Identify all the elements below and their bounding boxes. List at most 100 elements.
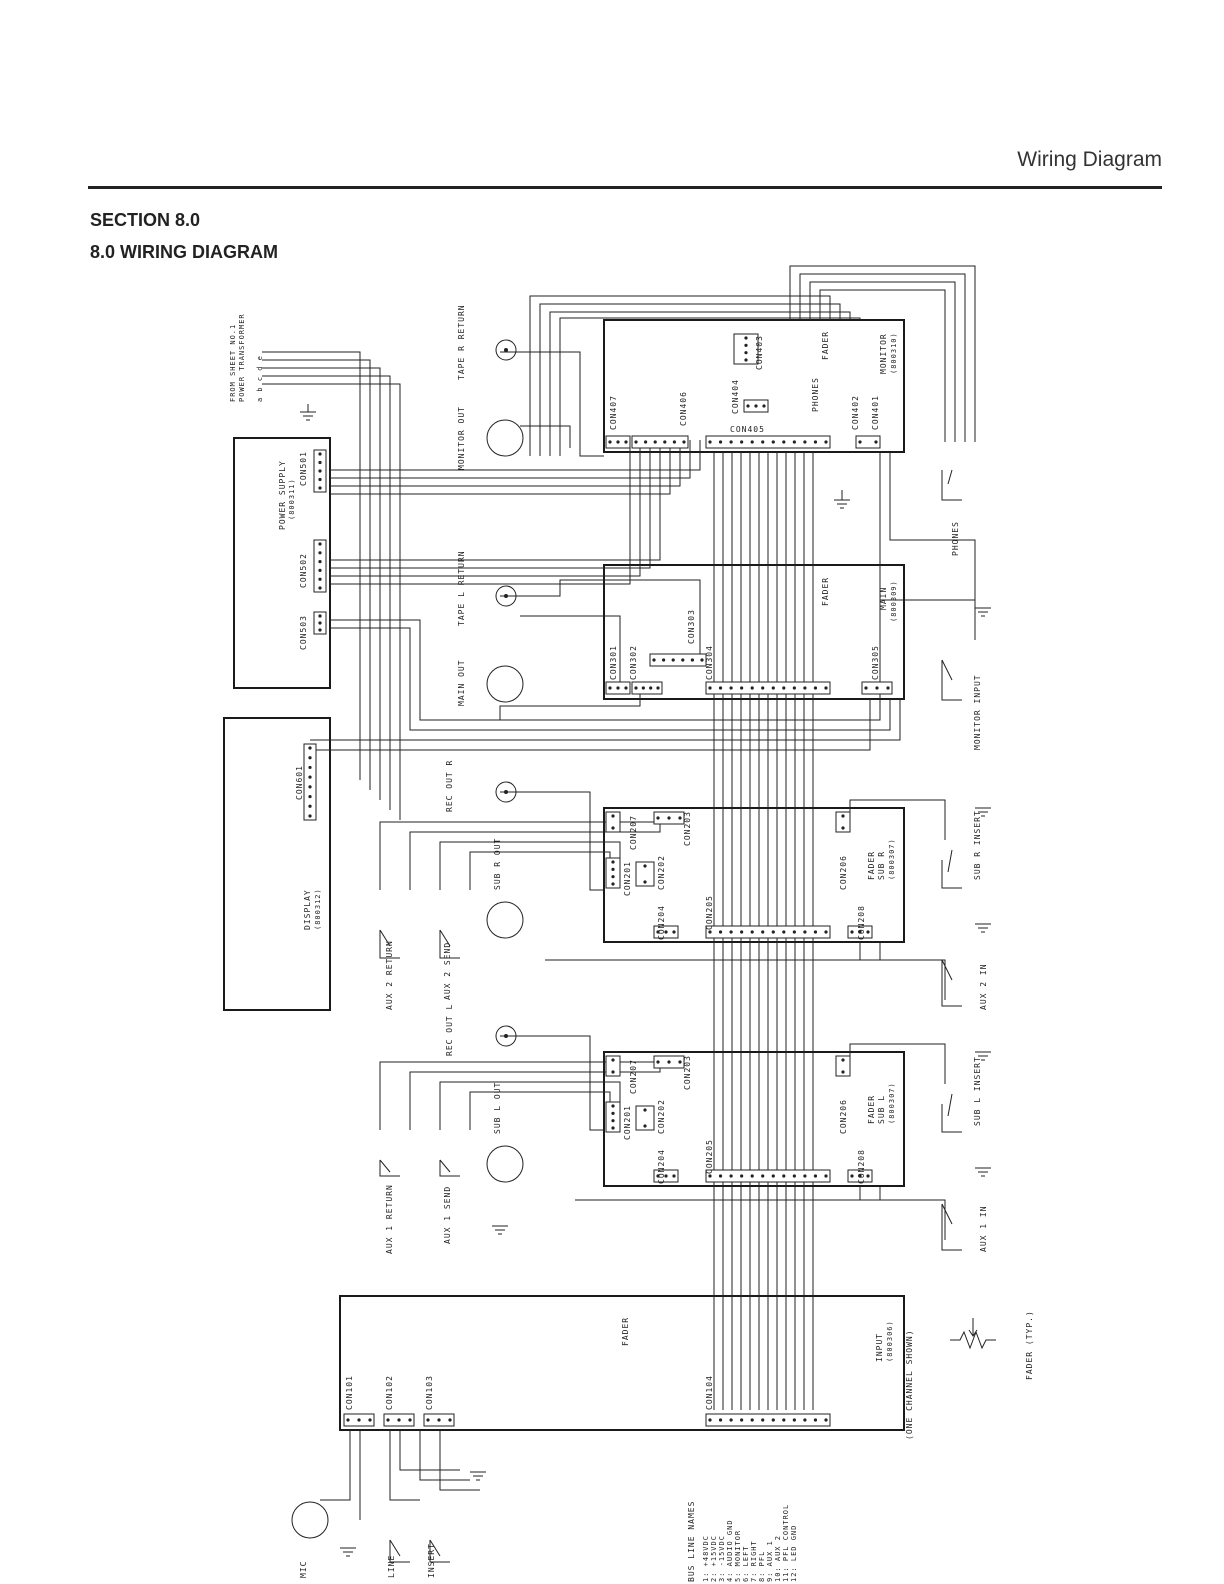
ground-icon	[834, 490, 850, 509]
subr-con204-label: CON204	[657, 905, 666, 940]
connector-pin	[782, 440, 786, 444]
connector-pin	[308, 785, 312, 789]
input-board-box	[339, 1295, 905, 1431]
insert-label: INSERT	[427, 1543, 436, 1578]
connector-pin	[656, 930, 660, 934]
aux1-in-jack-icon	[941, 1203, 962, 1251]
main-board-part: (800309)	[890, 580, 898, 622]
connector-pin	[782, 930, 786, 934]
sub-l-insert-label: SUB L INSERT	[973, 1056, 982, 1126]
aux1-send-label: AUX 1 SEND	[443, 1186, 452, 1244]
connector-strip	[605, 811, 621, 833]
connector-pin	[841, 1070, 845, 1074]
connector-pin	[750, 930, 754, 934]
ground-icon	[975, 1167, 991, 1177]
connector-pin	[762, 404, 766, 408]
connector-pin	[318, 542, 322, 546]
connector-pin	[782, 1174, 786, 1178]
con101-label: CON101	[345, 1375, 354, 1410]
power-source-label-2: POWER TRANSFORMER	[238, 313, 246, 402]
connector-pin	[611, 1119, 615, 1123]
fader-resistor-icon	[950, 1330, 996, 1350]
connector-pin	[824, 1418, 828, 1422]
connector-pin	[803, 1174, 807, 1178]
con401-label: CON401	[871, 395, 880, 430]
connector-pin	[803, 1418, 807, 1422]
connector-pin	[318, 586, 322, 590]
connector-pin	[761, 1174, 765, 1178]
subr-board-name: SUB R	[877, 851, 886, 880]
power-supply-part: (800311)	[288, 478, 296, 520]
connector-pin	[740, 1174, 744, 1178]
connector-pin	[611, 875, 615, 879]
connector-pin	[782, 686, 786, 690]
con402-label: CON402	[851, 395, 860, 430]
connector-pin	[874, 440, 878, 444]
connector-pin	[729, 1174, 733, 1178]
subl-con205-label: CON205	[705, 1139, 714, 1174]
connector-pin	[318, 568, 322, 573]
phones-board-label: PHONES	[811, 377, 820, 412]
phones-jack-icon	[941, 469, 962, 501]
connector-strip	[705, 1413, 831, 1427]
main-wiring	[499, 579, 976, 720]
connector-pin	[718, 930, 723, 934]
aux2-return-label: AUX 2 RETURN	[385, 940, 394, 1010]
connector-pin	[408, 1418, 412, 1422]
connector-pin	[740, 440, 744, 444]
rec-out-r-rca-icon	[495, 781, 517, 803]
fader-wiper-icon	[968, 1318, 978, 1337]
rec-out-l-rca-icon	[495, 1025, 517, 1047]
connector-pin	[792, 440, 796, 444]
connector-pin	[718, 686, 723, 690]
subl-fader-label: FADER	[867, 1095, 876, 1124]
connector-pin	[611, 1126, 615, 1130]
connector-pin	[813, 1174, 818, 1178]
connector-strip	[705, 681, 831, 695]
bus-legend-line: 12: LED GND	[790, 1525, 798, 1582]
line-label: LINE	[387, 1555, 396, 1578]
input-wiring	[320, 1430, 480, 1520]
connector-strip	[605, 1101, 621, 1133]
connector-pin	[656, 1060, 660, 1064]
con502-label: CON502	[299, 553, 308, 588]
header-rule	[88, 186, 1162, 189]
connector-pin	[740, 686, 744, 690]
con403-label: CON403	[755, 335, 764, 370]
connector-pin	[750, 1174, 754, 1178]
connector-strip	[835, 1055, 851, 1077]
tape-l-rca-icon	[495, 585, 517, 607]
input-fader-label: FADER	[621, 1317, 630, 1346]
connector-pin	[771, 930, 775, 934]
aux1-in-label: AUX 1 IN	[979, 1205, 988, 1252]
aux2-send-jack-icon	[439, 929, 460, 959]
subl-con203-label: CON203	[683, 1055, 692, 1090]
connector-pin	[761, 930, 765, 934]
phones-jack-label: PHONES	[951, 521, 960, 556]
sub-l-insert-jack-icon	[941, 1093, 962, 1133]
connector-pin	[308, 814, 312, 818]
connector-pin	[792, 930, 796, 934]
connector-pin	[671, 658, 675, 662]
connector-strip	[705, 1169, 831, 1183]
phone-jack-symbols	[379, 469, 962, 1563]
connector-pin	[858, 1174, 862, 1178]
subl-con207-label: CON207	[629, 1059, 638, 1094]
power-wiring	[262, 351, 901, 820]
connector-pin	[386, 1418, 390, 1422]
connector-pin	[750, 686, 754, 690]
connector-pin	[708, 1418, 712, 1422]
connector-pin	[858, 440, 862, 444]
sub-r-out-xlr-icon	[486, 901, 524, 939]
connector-pin	[624, 440, 628, 444]
bus-legend-line: 3: -15VDC	[718, 1535, 726, 1582]
con104-label: CON104	[705, 1375, 714, 1410]
connector-pin	[318, 486, 322, 490]
main-board-name: MAIN	[879, 587, 888, 610]
connector-pin	[397, 1418, 401, 1422]
ground-icon	[300, 404, 316, 421]
monitor-out-label: MONITOR OUT	[457, 406, 466, 470]
aux2-in-jack-icon	[941, 959, 962, 1007]
connector-strip	[649, 653, 707, 667]
connector-pin	[667, 816, 671, 820]
